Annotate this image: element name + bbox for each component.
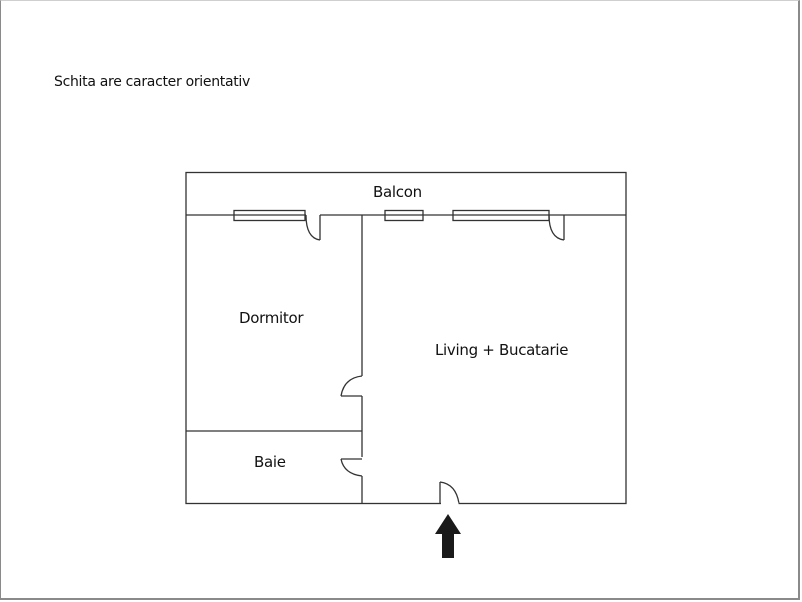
door-balcony-living	[548, 214, 565, 241]
room-label-balcon: Balcon	[373, 183, 422, 201]
outer-wall	[185, 171, 627, 505]
door-dormitor	[340, 375, 363, 397]
room-label-dormitor: Dormitor	[239, 309, 304, 327]
door-entrance	[439, 481, 460, 504]
door-balcony-dormitor	[305, 214, 321, 241]
disclaimer-note: Schita are caracter orientativ	[54, 74, 251, 90]
room-label-living: Living + Bucatarie	[435, 341, 569, 359]
door-baie	[340, 458, 363, 477]
entrance-arrow-icon	[435, 514, 461, 558]
room-label-baie: Baie	[254, 453, 286, 471]
